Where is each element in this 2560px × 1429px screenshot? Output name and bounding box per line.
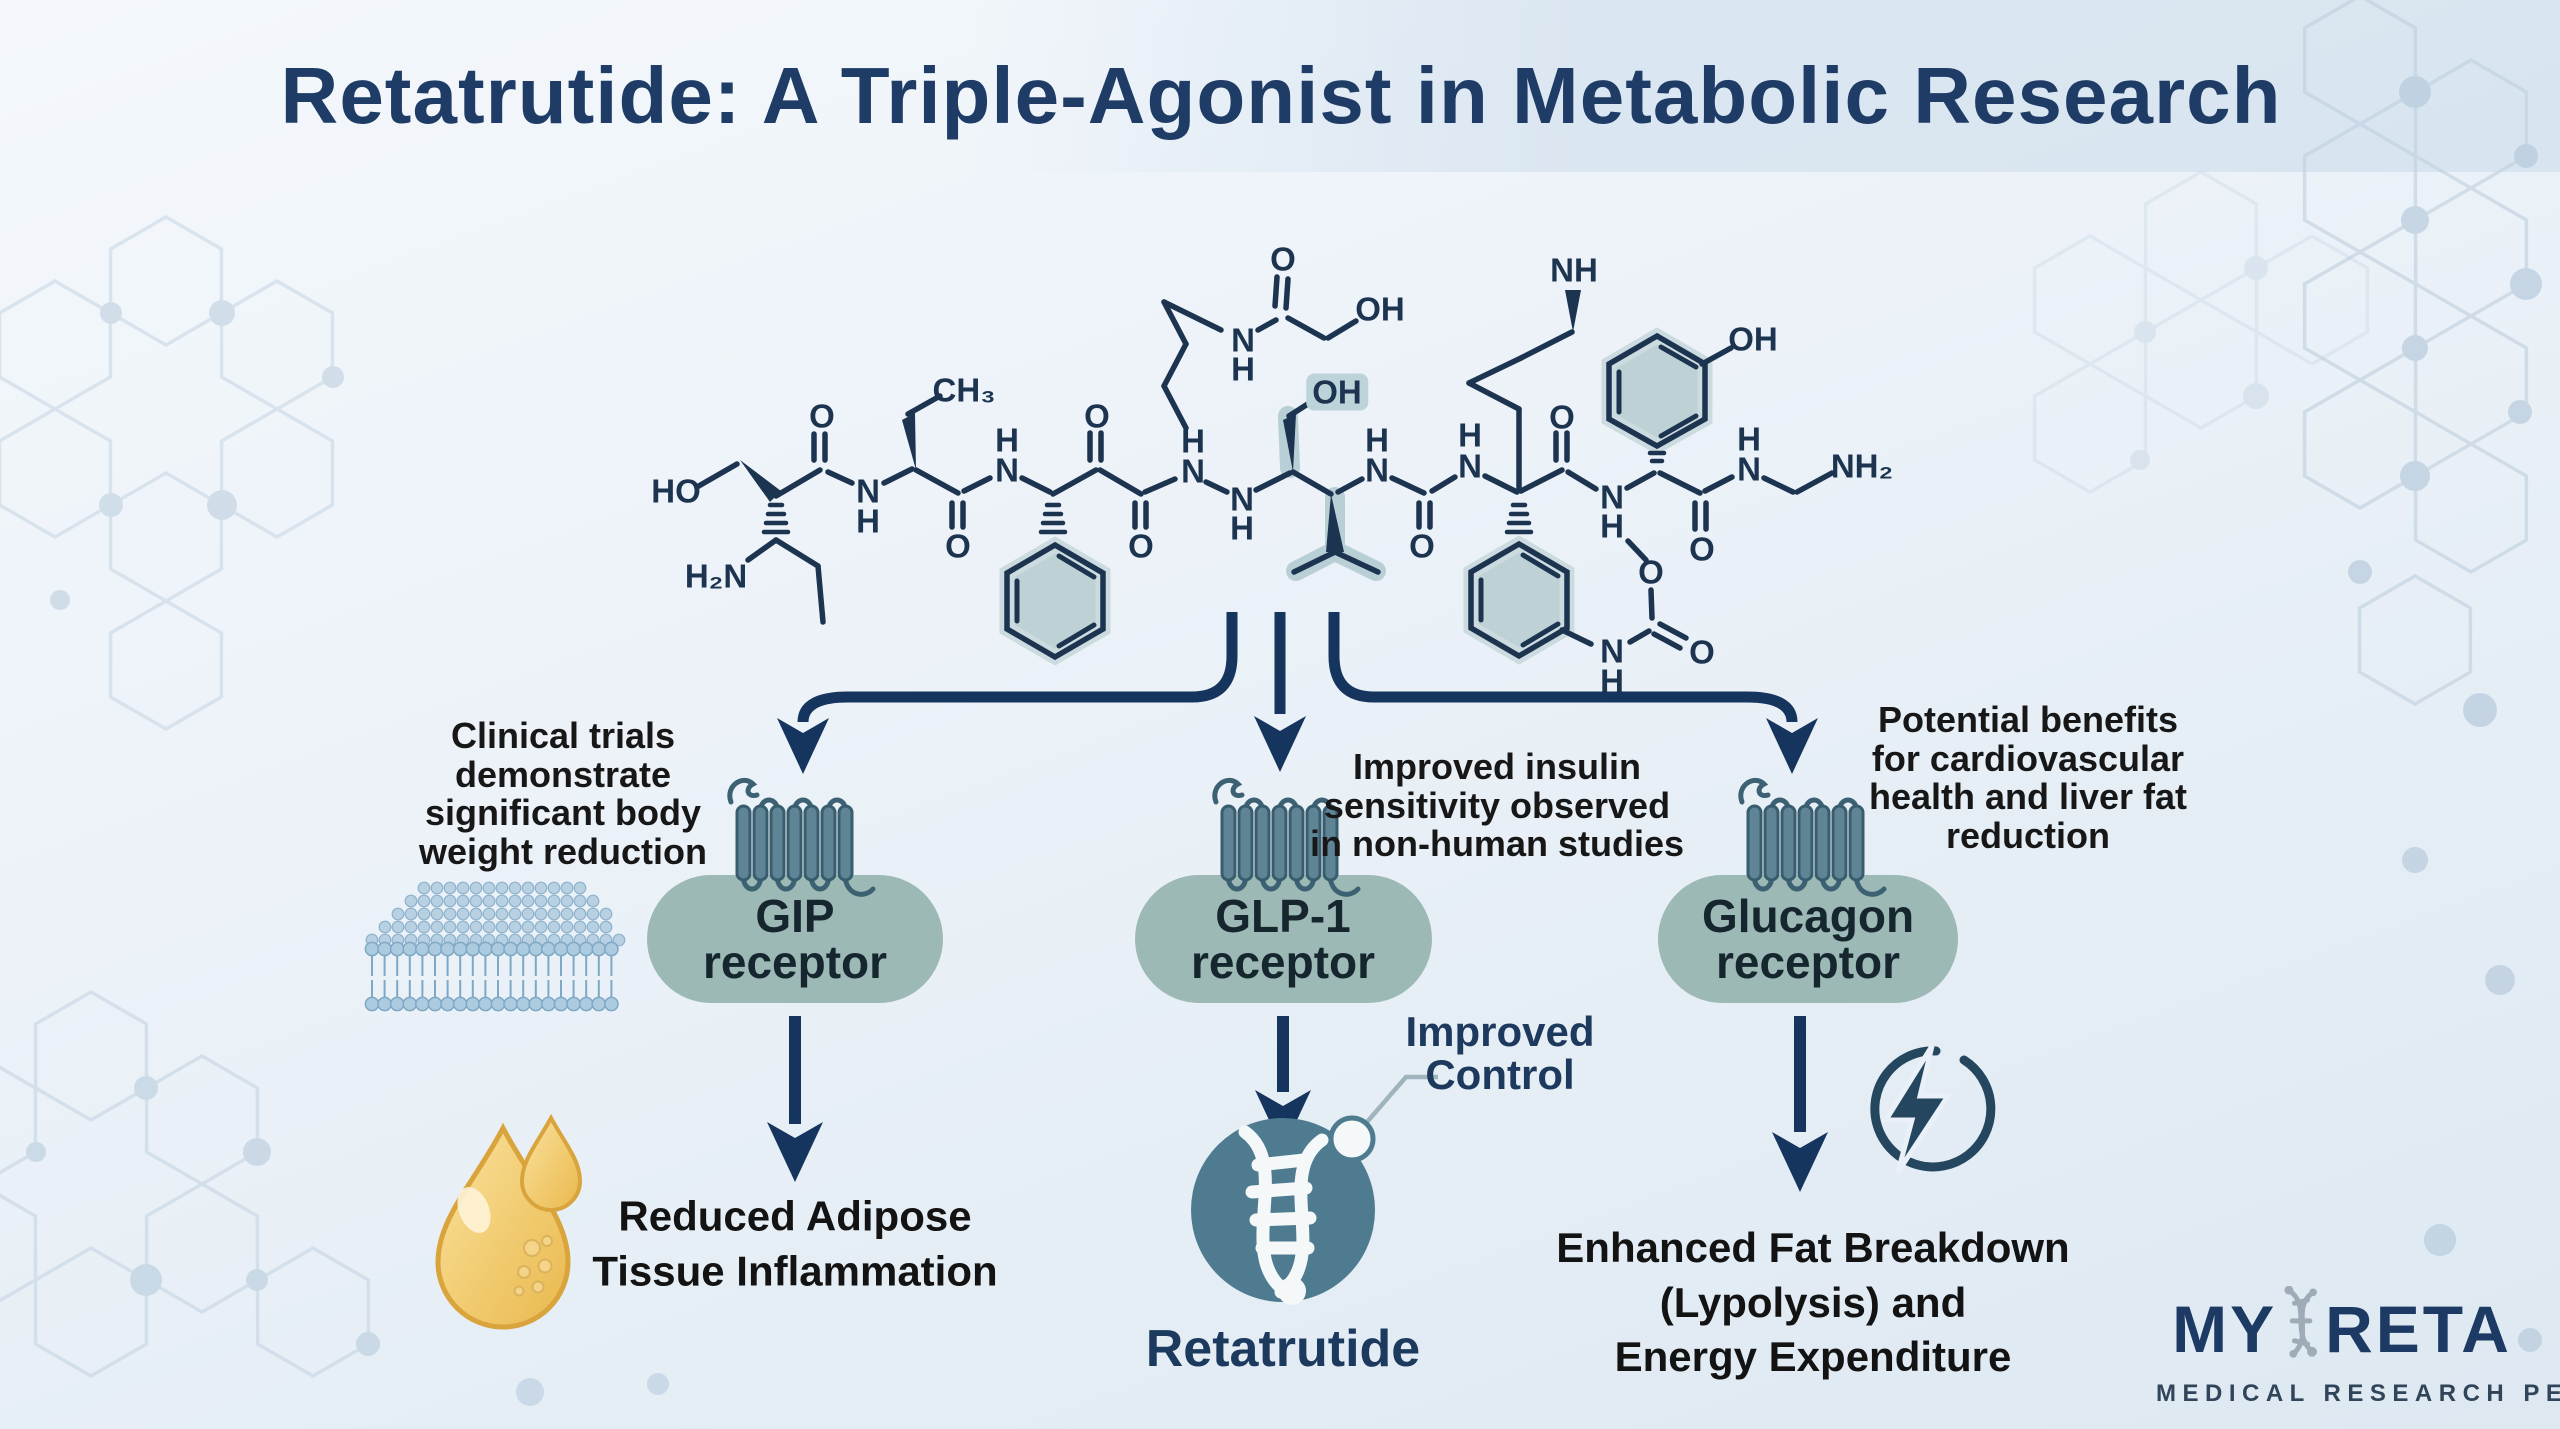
hexagon-network-pattern bbox=[26, 76, 2542, 1406]
atom-label: OH bbox=[1728, 320, 1778, 358]
atom-label: N bbox=[1600, 478, 1624, 516]
branch-arrows bbox=[777, 612, 1818, 774]
glucagon-receptor-pill bbox=[1658, 875, 1958, 1003]
atom-label: N bbox=[1600, 632, 1624, 670]
atom-label: O bbox=[1270, 240, 1296, 278]
glp1-note: Improved insulin sensitivity observed in… bbox=[1310, 746, 1684, 865]
retatrutide-molecule-structure bbox=[694, 274, 1835, 666]
atom-label: NH bbox=[1550, 251, 1598, 289]
top-tint-band bbox=[0, 0, 2560, 172]
retatrutide-label: Retatrutide bbox=[1145, 1320, 1421, 1378]
atom-label: H bbox=[1365, 421, 1389, 459]
improved-control-callout: Improved Control bbox=[1405, 1008, 1595, 1098]
atom-label: NH₂ bbox=[1830, 447, 1894, 485]
gip-note: Clinical trials demonstrate significant … bbox=[419, 714, 707, 872]
atom-label: N bbox=[1365, 451, 1389, 489]
atom-label: CH₃ bbox=[932, 371, 996, 409]
outcome-arrows bbox=[767, 1016, 1828, 1192]
atom-label: H bbox=[856, 502, 880, 540]
atom-label: H bbox=[1231, 350, 1255, 388]
atom-label: O bbox=[809, 397, 835, 435]
brand-logo: MY RETA MEDICAL RE bbox=[2156, 1285, 2560, 1408]
brand-tagline: MEDICAL RESEARCH PEPTIDES bbox=[2156, 1380, 2560, 1407]
atom-label: H bbox=[995, 421, 1019, 459]
brand-text-right: RETA bbox=[2325, 1292, 2512, 1366]
brand-text-left: MY bbox=[2172, 1292, 2278, 1366]
receptor-pills bbox=[647, 875, 1958, 1003]
glucagon-outcome: Enhanced Fat Breakdown (Lypolysis) and E… bbox=[1556, 1224, 2070, 1381]
atom-label: O bbox=[1638, 553, 1664, 591]
atom-label: N bbox=[995, 451, 1019, 489]
atom-label: O bbox=[1409, 527, 1435, 565]
atom-label: H bbox=[1737, 420, 1761, 458]
atom-label: OH bbox=[1306, 373, 1368, 411]
atom-label: O bbox=[1084, 397, 1110, 435]
atom-label: O bbox=[1549, 398, 1575, 436]
atom-label: N bbox=[1181, 452, 1205, 490]
gip-receptor-pill bbox=[647, 875, 943, 1003]
atom-label: H bbox=[1600, 662, 1624, 700]
brand-wordmark: MY RETA bbox=[2156, 1285, 2528, 1370]
glucagon-note: Potential benefits for cardiovascular he… bbox=[1868, 698, 2188, 856]
atom-label: O bbox=[945, 527, 971, 565]
glp1-receptor-pill bbox=[1135, 875, 1432, 1003]
lipid-bilayer-membrane bbox=[364, 881, 626, 1012]
atom-label: N bbox=[1231, 321, 1255, 359]
atom-label: OH bbox=[1355, 290, 1405, 328]
atom-label: H bbox=[1458, 416, 1482, 454]
atom-label: H bbox=[1600, 507, 1624, 545]
page-title: Retatrutide: A Triple-Agonist in Metabol… bbox=[280, 51, 2282, 140]
atom-label: HO bbox=[651, 472, 701, 510]
gip-outcome: Reduced Adipose Tissue Inflammation bbox=[592, 1192, 998, 1294]
atom-label: N bbox=[1737, 450, 1761, 488]
atom-label: N bbox=[1458, 447, 1482, 485]
atom-label: H bbox=[1181, 422, 1205, 460]
atom-label: H bbox=[1230, 509, 1254, 547]
atom-label: N bbox=[856, 472, 880, 510]
logo-dna-icon bbox=[2279, 1285, 2323, 1368]
atom-label: O bbox=[1689, 633, 1715, 671]
atom-label: O bbox=[1128, 527, 1154, 565]
atom-label: N bbox=[1230, 480, 1254, 518]
atom-label: H₂N bbox=[684, 557, 748, 595]
atom-label: O bbox=[1689, 530, 1715, 568]
retatrutide-dna-badge bbox=[1191, 1074, 1438, 1305]
energy-lightning-icon bbox=[1870, 1044, 1996, 1174]
oil-droplet-icon bbox=[435, 1113, 583, 1330]
